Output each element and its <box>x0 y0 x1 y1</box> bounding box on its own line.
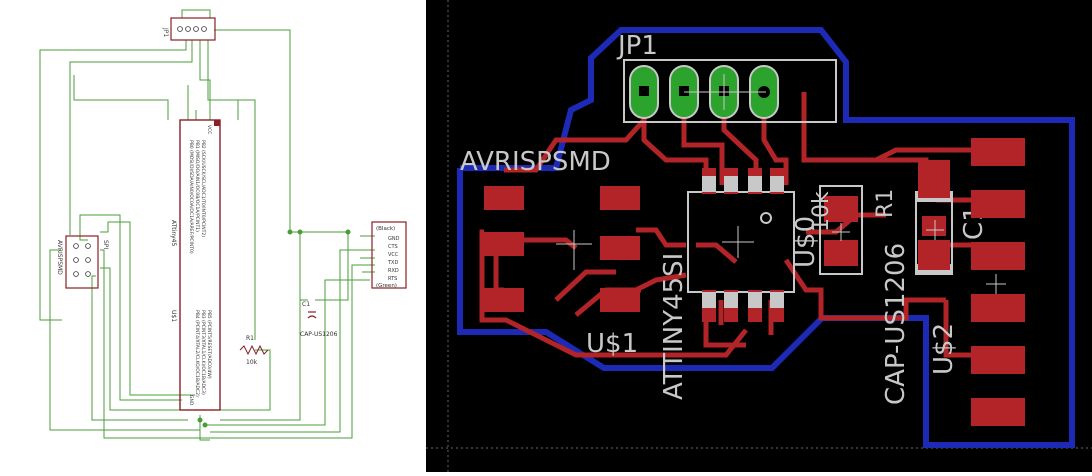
board-attiny[interactable]: ATTINY45SI <box>659 168 795 400</box>
schematic-canvas[interactable]: JP1 AVRISPSMD SPI ATtiny45 U$1 VCC PB2 (… <box>0 0 426 472</box>
board-avrisp-label: AVRISPSMD <box>460 147 611 177</box>
schematic-chip[interactable]: ATtiny45 U$1 VCC PB2 (SCK/USCK/SCL/ADC1/… <box>170 119 221 411</box>
schematic-ftdi[interactable]: (Black) GND CTS VCC TXD RXD RTS (Green) <box>371 221 407 289</box>
schematic-chip-pin-pb2: PB2 (SCK/USCK/SCL/ADC1/T0/INT0/PCINT2) <box>200 140 206 237</box>
schematic-res-value: 10k <box>246 359 258 366</box>
board-view: JP1 AVRISPSMD U$1 <box>426 0 1092 472</box>
schematic-ftdi-pin-5: RTS <box>388 276 397 282</box>
schematic-chip-pin-pb3: PB3 (PCINT3/XTAL1/CLKI/OC1B/ADC3) <box>200 310 206 395</box>
board-attiny-label: ATTINY45SI <box>659 253 689 400</box>
schematic-avrisp[interactable]: AVRISPSMD SPI <box>56 235 109 289</box>
schematic-cap-value: CAP-US1206 <box>300 331 338 338</box>
schematic-jp1-label: JP1 <box>162 27 169 37</box>
schematic-ftdi-label: (Black) <box>376 226 395 232</box>
schematic-ftdi-pin-1: CTS <box>388 244 398 250</box>
schematic-ftdi-pin-3: TXD <box>387 260 398 266</box>
schematic-avrisp-label: AVRISPSMD <box>56 240 63 275</box>
schematic-chip-pin-pb4: PB4 (PCINT4/XTAL2/CLKO/OC1B/ADC2) <box>194 310 200 397</box>
schematic-ftdi-pin-0: GND <box>388 236 400 242</box>
board-avrisp[interactable]: AVRISPSMD U$1 <box>460 147 640 359</box>
board-r1-value: 10k <box>809 191 834 232</box>
schematic-ftdi-bottom: (Green) <box>376 283 397 289</box>
board-r1[interactable]: U$0 10k R1 <box>791 185 898 275</box>
schematic-ftdi-pin-4: RXD <box>388 268 399 274</box>
schematic-chip-name: ATtiny45 <box>170 220 177 246</box>
board-cap-value: CAP-US1206 <box>881 243 911 405</box>
board-bottom-trace[interactable] <box>457 27 1075 448</box>
schematic-chip-ref: U$1 <box>170 310 177 322</box>
board-u1-label: U$1 <box>586 329 638 359</box>
board-r1-ref: R1 <box>873 189 898 218</box>
board-u-sub-label: U$0 <box>791 216 821 268</box>
schematic-avrisp-spi: SPI <box>102 240 109 249</box>
schematic-chip-pin-vcc: VCC <box>206 125 212 134</box>
schematic-junctions <box>197 229 351 428</box>
schematic-chip-pin-pb1: PB1 (MISO/DO/AIN1/OC0B/OC1A/PCINT1) <box>194 140 200 232</box>
board-canvas[interactable]: JP1 AVRISPSMD U$1 <box>426 0 1092 472</box>
schematic-cap-ref: C1 <box>302 301 310 308</box>
board-jp1-label: JP1 <box>616 31 658 61</box>
schematic-resistor[interactable]: R1 10k <box>239 335 269 366</box>
schematic-chip-pin-gnd: GND <box>188 395 194 406</box>
schematic-jp1[interactable]: JP1 <box>162 17 216 41</box>
board-jp1[interactable]: JP1 <box>616 31 837 123</box>
schematic-view: JP1 AVRISPSMD SPI ATtiny45 U$1 VCC PB2 (… <box>0 0 426 472</box>
schematic-chip-pin-pb5: PB5 (PCINT5/RESET/ADC0/dW) <box>206 310 212 379</box>
schematic-res-ref: R1 <box>246 335 254 342</box>
board-c1[interactable]: CAP-US1206 C1 <box>881 160 989 405</box>
schematic-chip-pin-pb0: PB0 (MOSI/DI/SDA/AIN0/OC0A/OC1A/AREF/PCI… <box>188 140 194 254</box>
schematic-capacitor[interactable]: C1 CAP-US1206 <box>300 301 338 338</box>
schematic-ftdi-pin-2: VCC <box>388 252 399 258</box>
board-ftdi[interactable]: U$2 <box>929 138 1025 426</box>
board-u2-label: U$2 <box>929 323 959 375</box>
